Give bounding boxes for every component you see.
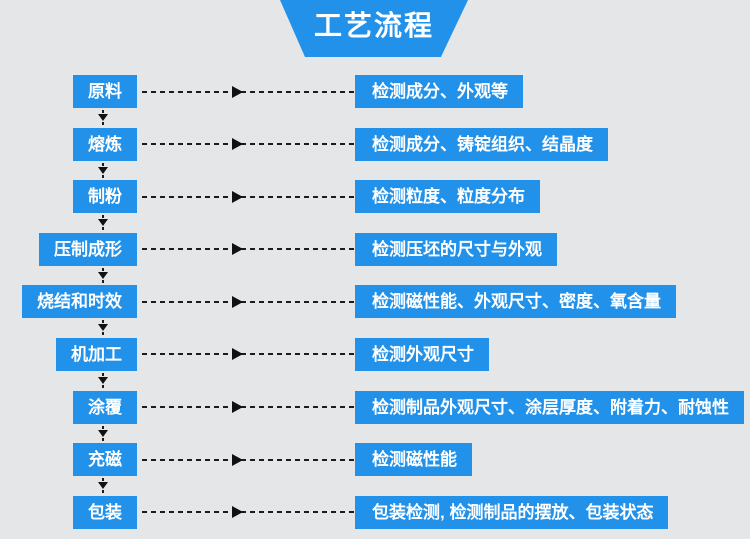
flow-row: 烧结和时效 检测磁性能、外观尺寸、密度、氧含量 — [0, 285, 750, 337]
dashed-arrow — [137, 128, 355, 161]
process-step-box: 制粉 — [73, 180, 137, 214]
step-cell: 机加工 — [0, 337, 137, 371]
arrow-down-icon — [98, 376, 108, 384]
flow-row: 包装 包装检测, 检测制品的摆放、包装状态 — [0, 495, 750, 529]
arrow-right-icon — [232, 295, 243, 308]
flow-row: 熔炼 检测成分、铸锭组织、结晶度 — [0, 127, 750, 179]
step-cell: 压制成形 — [0, 232, 137, 266]
flow-row: 机加工 检测外观尺寸 — [0, 337, 750, 389]
process-step-box: 涂覆 — [73, 390, 137, 424]
flow-row: 充磁 检测磁性能 — [0, 443, 750, 495]
dashed-line — [142, 458, 354, 461]
dashed-arrow — [137, 391, 355, 424]
flow-row: 原料 检测成分、外观等 — [0, 75, 750, 126]
dashed-arrow — [137, 285, 355, 318]
inspection-box: 检测外观尺寸 — [355, 337, 489, 371]
down-connector — [0, 476, 137, 496]
flow-row: 涂覆 检测制品外观尺寸、涂层厚度、附着力、耐蚀性 — [0, 390, 750, 442]
arrow-right-icon — [232, 453, 243, 466]
dashed-arrow — [137, 496, 355, 529]
arrow-down-icon — [98, 219, 108, 227]
dashed-arrow — [137, 233, 355, 266]
process-step-box: 包装 — [73, 495, 137, 529]
down-connector — [0, 161, 137, 181]
arrow-down-icon — [98, 114, 108, 121]
down-connector — [0, 108, 137, 128]
arrow-right-icon — [232, 348, 243, 361]
inspection-box: 检测压坯的尺寸与外观 — [355, 232, 557, 266]
process-step-box: 烧结和时效 — [22, 285, 137, 319]
arrow-right-icon — [232, 401, 243, 414]
down-connector — [0, 318, 137, 338]
process-step-box: 充磁 — [73, 443, 137, 477]
dashed-line — [142, 511, 354, 514]
arrow-down-icon — [98, 429, 108, 437]
arrow-right-icon — [232, 190, 243, 203]
inspection-box: 检测成分、铸锭组织、结晶度 — [355, 127, 608, 161]
dashed-arrow — [137, 180, 355, 213]
step-cell: 烧结和时效 — [0, 285, 137, 319]
title-ribbon: 工艺流程 — [280, 0, 468, 57]
process-step-box: 机加工 — [56, 337, 137, 371]
arrow-right-icon — [232, 506, 243, 519]
arrow-down-icon — [98, 324, 108, 332]
arrow-right-icon — [232, 243, 243, 256]
inspection-box: 检测成分、外观等 — [355, 75, 523, 108]
down-connector — [0, 266, 137, 286]
dashed-line — [142, 300, 354, 303]
step-cell: 制粉 — [0, 180, 137, 214]
step-cell: 熔炼 — [0, 127, 137, 161]
flow-row: 压制成形 检测压坯的尺寸与外观 — [0, 232, 750, 284]
inspection-box: 检测粒度、粒度分布 — [355, 180, 540, 214]
dashed-line — [142, 353, 354, 356]
step-cell: 充磁 — [0, 443, 137, 477]
inspection-box: 检测制品外观尺寸、涂层厚度、附着力、耐蚀性 — [355, 390, 744, 424]
step-cell: 原料 — [0, 75, 137, 108]
down-connector — [0, 424, 137, 444]
down-connector — [0, 213, 137, 233]
inspection-box: 包装检测, 检测制品的摆放、包装状态 — [355, 495, 669, 529]
process-step-box: 原料 — [73, 75, 137, 108]
dashed-arrow — [137, 338, 355, 371]
step-cell: 涂覆 — [0, 390, 137, 424]
down-connector — [0, 371, 137, 391]
arrow-down-icon — [98, 271, 108, 279]
inspection-box: 检测磁性能 — [355, 443, 472, 477]
dashed-line — [142, 195, 354, 198]
dashed-arrow — [137, 443, 355, 476]
dashed-line — [142, 248, 354, 251]
flow-rows: 原料 检测成分、外观等 熔炼 检测成分、铸锭组织、结晶度 — [0, 75, 750, 529]
dashed-line — [142, 143, 354, 146]
process-step-box: 压制成形 — [39, 232, 137, 266]
dashed-arrow — [137, 75, 355, 108]
diagram-title: 工艺流程 — [313, 9, 434, 41]
arrow-right-icon — [232, 138, 243, 151]
flow-row: 制粉 检测粒度、粒度分布 — [0, 180, 750, 232]
dashed-line — [142, 90, 354, 93]
process-step-box: 熔炼 — [73, 127, 137, 161]
inspection-box: 检测磁性能、外观尺寸、密度、氧含量 — [355, 285, 676, 319]
step-cell: 包装 — [0, 495, 137, 529]
arrow-right-icon — [232, 85, 243, 98]
arrow-down-icon — [98, 166, 108, 174]
arrow-down-icon — [98, 482, 108, 490]
dashed-line — [142, 406, 354, 409]
